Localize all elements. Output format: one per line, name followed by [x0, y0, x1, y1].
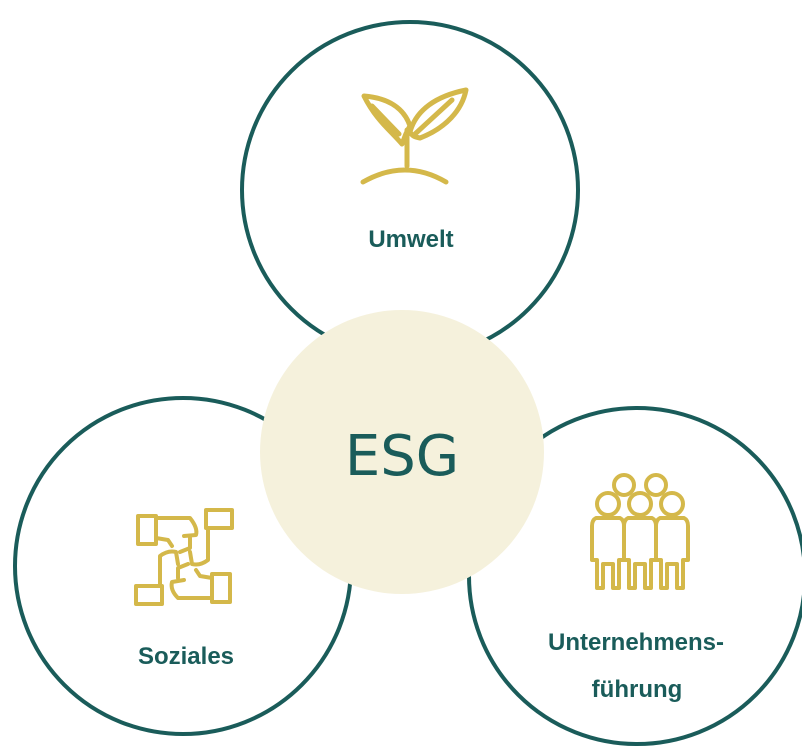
sprout-icon: [360, 87, 469, 185]
umwelt-label: Umwelt: [368, 226, 453, 253]
esg-center-circle: [260, 310, 544, 594]
esg-center-label: ESG: [345, 424, 459, 489]
soziales-label: Soziales: [138, 643, 234, 670]
unternehmensfuehrung-label-line1: Unternehmens-: [548, 629, 724, 656]
unternehmensfuehrung-label-line2: führung: [592, 676, 683, 703]
joined-hands-icon: [134, 508, 234, 606]
umwelt-ring: [240, 20, 580, 360]
people-group-icon: [590, 473, 690, 590]
